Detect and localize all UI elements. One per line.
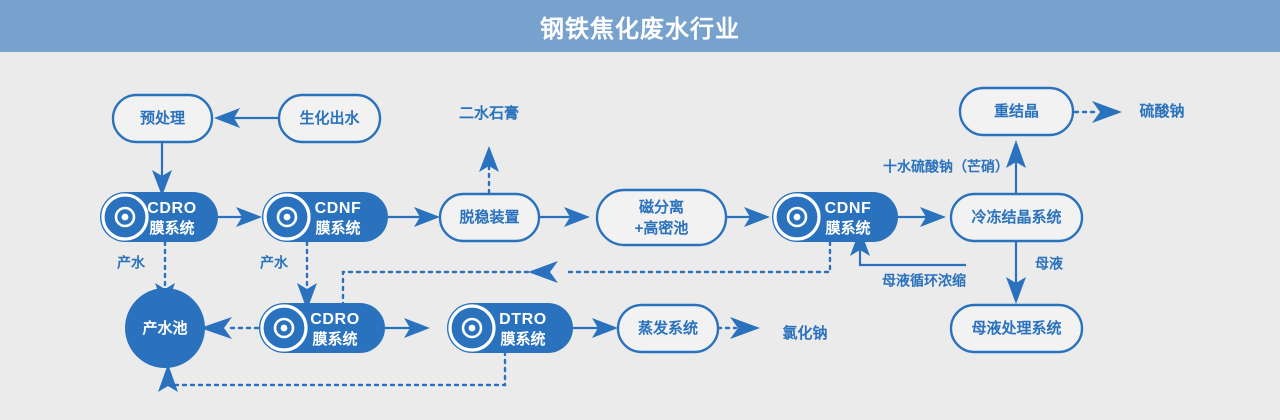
node-dtro-bottom-code: DTRO	[499, 311, 547, 328]
node-pretreatment[interactable]: 预处理	[111, 93, 214, 144]
label-sodium-sulfate: 硫酸钠	[1139, 102, 1184, 120]
node-cdnf-top-code: CDNF	[315, 200, 362, 217]
node-cdro-membrane-bottom[interactable]: CDRO 膜系统	[259, 303, 385, 353]
flowchart-svg: 预处理 生化出水 CDRO 膜系统	[100, 86, 1185, 392]
link-mother-liquor-recycle	[850, 229, 966, 267]
link-recrystallize-to-sodium-sulfate	[1073, 101, 1122, 123]
node-magnetic-label-line2: +高密池	[635, 219, 689, 237]
membrane-icon	[773, 193, 821, 241]
node-destabilizer[interactable]: 脱稳装置	[438, 192, 541, 243]
node-dtro-bottom-sub: 膜系统	[500, 330, 545, 348]
node-evaporation-system[interactable]: 蒸发系统	[616, 303, 720, 354]
node-cdro-membrane-top[interactable]: CDRO 膜系统	[100, 192, 218, 242]
label-sodium-chloride: 氯化钠	[782, 324, 827, 342]
node-cdro-bottom-sub: 膜系统	[312, 330, 357, 348]
node-mother-liquor-system-label: 母液处理系统	[971, 319, 1061, 337]
node-cdro-top-code: CDRO	[147, 200, 197, 217]
label-mirabilite: 十水硫酸钠（芒硝）	[883, 159, 1009, 175]
link-pretreatment-to-cdro-top	[152, 142, 172, 196]
link-dtro-to-product-pool	[158, 350, 507, 392]
flow-canvas: 预处理 生化出水 CDRO 膜系统	[0, 52, 1280, 420]
link-evaporation-to-sodium-chloride	[716, 317, 760, 339]
node-product-water-pool[interactable]: 产水池	[125, 288, 205, 368]
node-cdro-bottom-code: CDRO	[310, 311, 360, 328]
node-bio-effluent-label: 生化出水	[299, 109, 360, 127]
node-freeze-crystallization[interactable]: 冷冻结晶系统	[949, 192, 1084, 243]
node-magnetic-separation[interactable]: 磁分离 +高密池	[595, 188, 728, 247]
link-freeze-to-mother-liquor-system	[1006, 242, 1026, 304]
link-destabilizer-to-magnetic	[539, 207, 590, 227]
label-mother-liquor: 母液	[1035, 256, 1064, 272]
label-product-water-1: 产水	[117, 255, 146, 271]
label-layer: 二水石膏 硫酸钠 氯化钠 产水 产水 十水硫酸钠（芒硝） 母液 母液循环浓缩	[117, 102, 1185, 342]
membrane-icon	[101, 193, 149, 241]
link-magnetic-to-cdnf-right	[726, 207, 770, 227]
membrane-icon	[448, 304, 496, 352]
node-layer: 预处理 生化出水 CDRO 膜系统	[100, 86, 1084, 368]
label-product-water-2: 产水	[260, 255, 289, 271]
label-gypsum: 二水石膏	[459, 104, 519, 122]
link-cdnf-top-to-destabilizer	[388, 207, 440, 227]
node-cdnf-right-code: CDNF	[825, 200, 872, 217]
link-cdnf-right-to-cdro-bottom	[341, 240, 832, 312]
link-bio-to-pretreatment	[214, 108, 278, 128]
link-dtro-to-evaporation	[573, 318, 618, 338]
node-freeze-label: 冷冻结晶系统	[971, 208, 1061, 226]
node-product-water-pool-label: 产水池	[142, 319, 187, 337]
page-title: 钢铁焦化废水行业	[540, 15, 740, 43]
label-mother-liquor-recycle: 母液循环浓缩	[882, 273, 966, 289]
link-destabilizer-to-gypsum	[479, 146, 499, 195]
node-recrystallization-label: 重结晶	[994, 102, 1039, 120]
link-freeze-to-recrystallize	[1006, 140, 1026, 193]
link-cdro-top-to-cdnf-top	[218, 207, 262, 227]
membrane-icon	[263, 193, 311, 241]
node-pretreatment-label: 预处理	[140, 109, 185, 127]
link-cdro-bottom-to-product-pool	[200, 317, 260, 339]
link-cdro-bottom-to-dtro	[385, 318, 430, 338]
node-mother-liquor-system[interactable]: 母液处理系统	[949, 303, 1084, 354]
node-recrystallization[interactable]: 重结晶	[958, 86, 1075, 137]
node-cdnf-membrane-right[interactable]: CDNF 膜系统	[772, 192, 898, 242]
node-dtro-membrane-bottom[interactable]: DTRO 膜系统	[447, 303, 573, 353]
node-bio-effluent[interactable]: 生化出水	[277, 93, 382, 144]
node-magnetic-label-line1: 磁分离	[639, 198, 684, 216]
membrane-icon	[260, 304, 308, 352]
node-cdnf-right-sub: 膜系统	[825, 219, 870, 237]
node-cdnf-top-sub: 膜系统	[315, 219, 360, 237]
node-destabilizer-label: 脱稳装置	[459, 208, 519, 226]
node-cdnf-membrane-top[interactable]: CDNF 膜系统	[262, 192, 388, 242]
node-cdro-top-sub: 膜系统	[149, 219, 194, 237]
link-cdnf-top-to-cdro-bottom	[297, 240, 317, 310]
link-cdnf-right-to-freeze	[898, 207, 946, 227]
node-evaporation-label: 蒸发系统	[638, 319, 698, 337]
connector-layer	[152, 101, 1122, 392]
page-header: 钢铁焦化废水行业	[0, 0, 1280, 52]
